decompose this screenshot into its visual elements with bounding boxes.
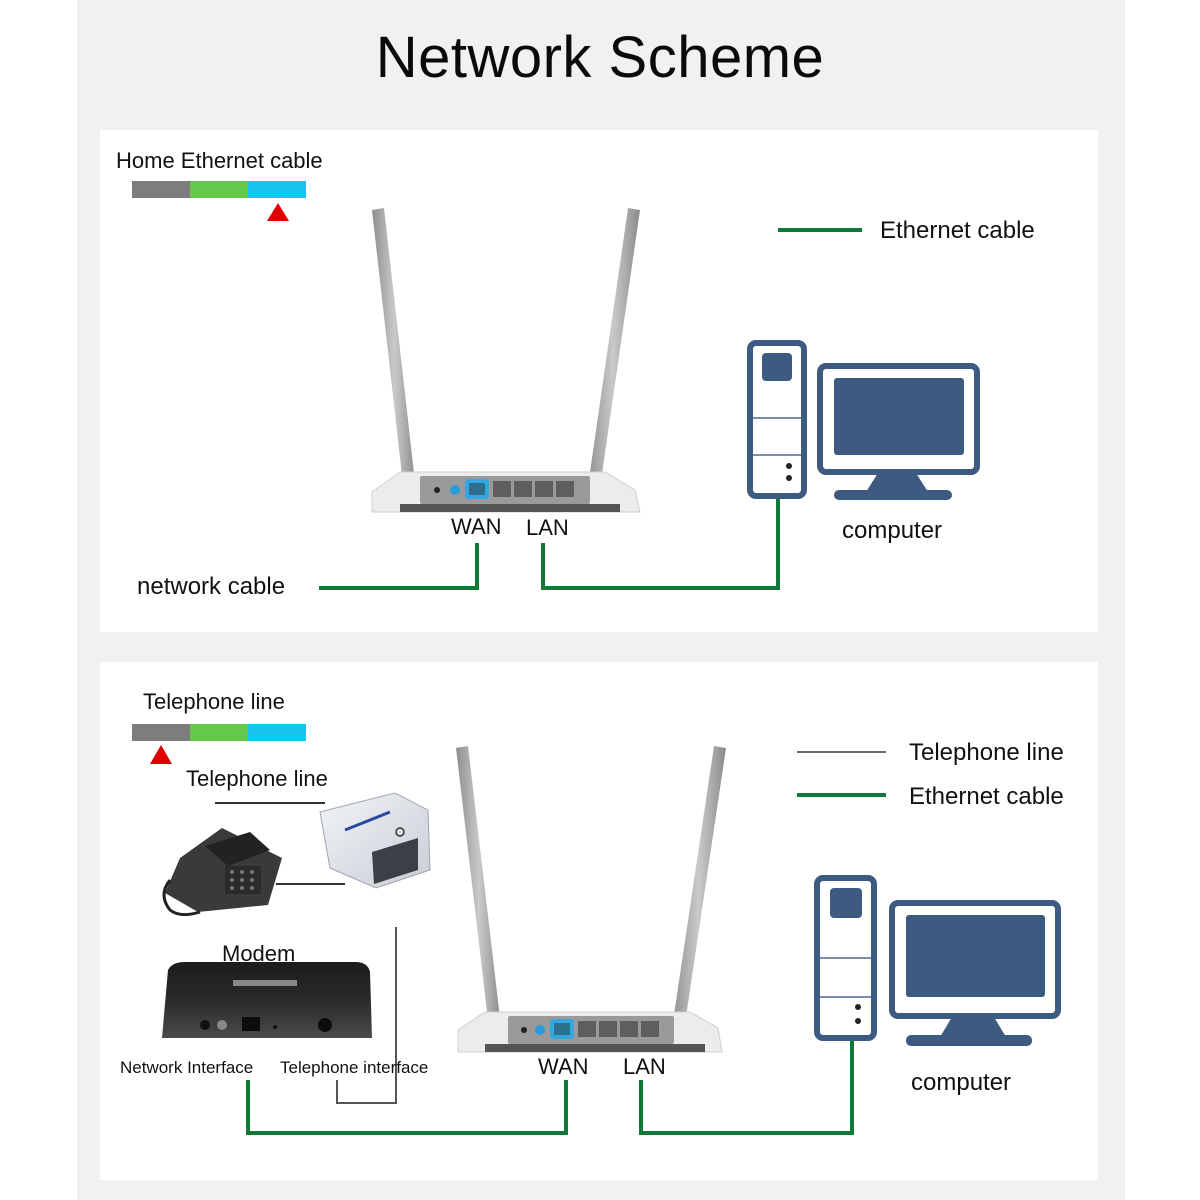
router-icon [371,208,641,513]
splitter-icon [319,792,431,889]
router-icon [456,746,726,1053]
modem-wan-ethernet-line [246,1080,568,1135]
modem-icon [162,962,372,1038]
splitter-telephone-line-label: Telephone line [186,766,328,791]
network-cable-line [319,543,479,590]
strip-green [190,181,248,198]
telephone-interface-line [336,927,397,1104]
network-cable-label: network cable [137,573,286,600]
lan-port-label: LAN [526,515,569,540]
telephone-line-strip-label: Telephone line [143,689,285,714]
legend-ethernet-label: Ethernet cable [909,783,1064,810]
wan-port-label: WAN [538,1054,589,1079]
telephone-interface-label: Telephone interface [280,1058,429,1077]
lan-ethernet-line [639,1040,854,1135]
strip-gray [132,181,190,198]
computer-icon [814,875,1061,1046]
lan-port [599,1021,617,1037]
selected-marker-icon [150,745,172,764]
legend-ethernet-label: Ethernet cable [880,217,1035,244]
lan-port [578,1021,596,1037]
telephone-icon [162,828,282,917]
strip-gray [132,724,190,741]
antenna-left [456,746,502,1037]
bottom-cable-strip [132,724,306,764]
lan-port [535,481,553,497]
lan-port-label: LAN [623,1054,666,1079]
computer-label: computer [842,517,943,544]
legend-telephone-label: Telephone line [909,739,1064,766]
page-title: Network Scheme [375,25,825,90]
lan-port [620,1021,638,1037]
computer-icon [747,340,980,500]
network-interface-label: Network Interface [120,1058,254,1077]
antenna-right [671,746,726,1037]
antenna-right [586,208,640,502]
antenna-left [372,208,417,502]
strip-blue [248,181,306,198]
wan-port-label: WAN [451,514,502,539]
lan-port [556,481,574,497]
home-ethernet-cable-label: Home Ethernet cable [116,148,323,173]
selected-marker-icon [267,203,289,221]
computer-label: computer [911,1069,1012,1096]
lan-port [493,481,511,497]
lan-port [641,1021,659,1037]
lan-ethernet-line [541,497,780,590]
strip-blue [248,724,306,741]
top-cable-strip [132,181,306,221]
modem-label: Modem [222,941,296,966]
strip-green [190,724,248,741]
lan-port [514,481,532,497]
